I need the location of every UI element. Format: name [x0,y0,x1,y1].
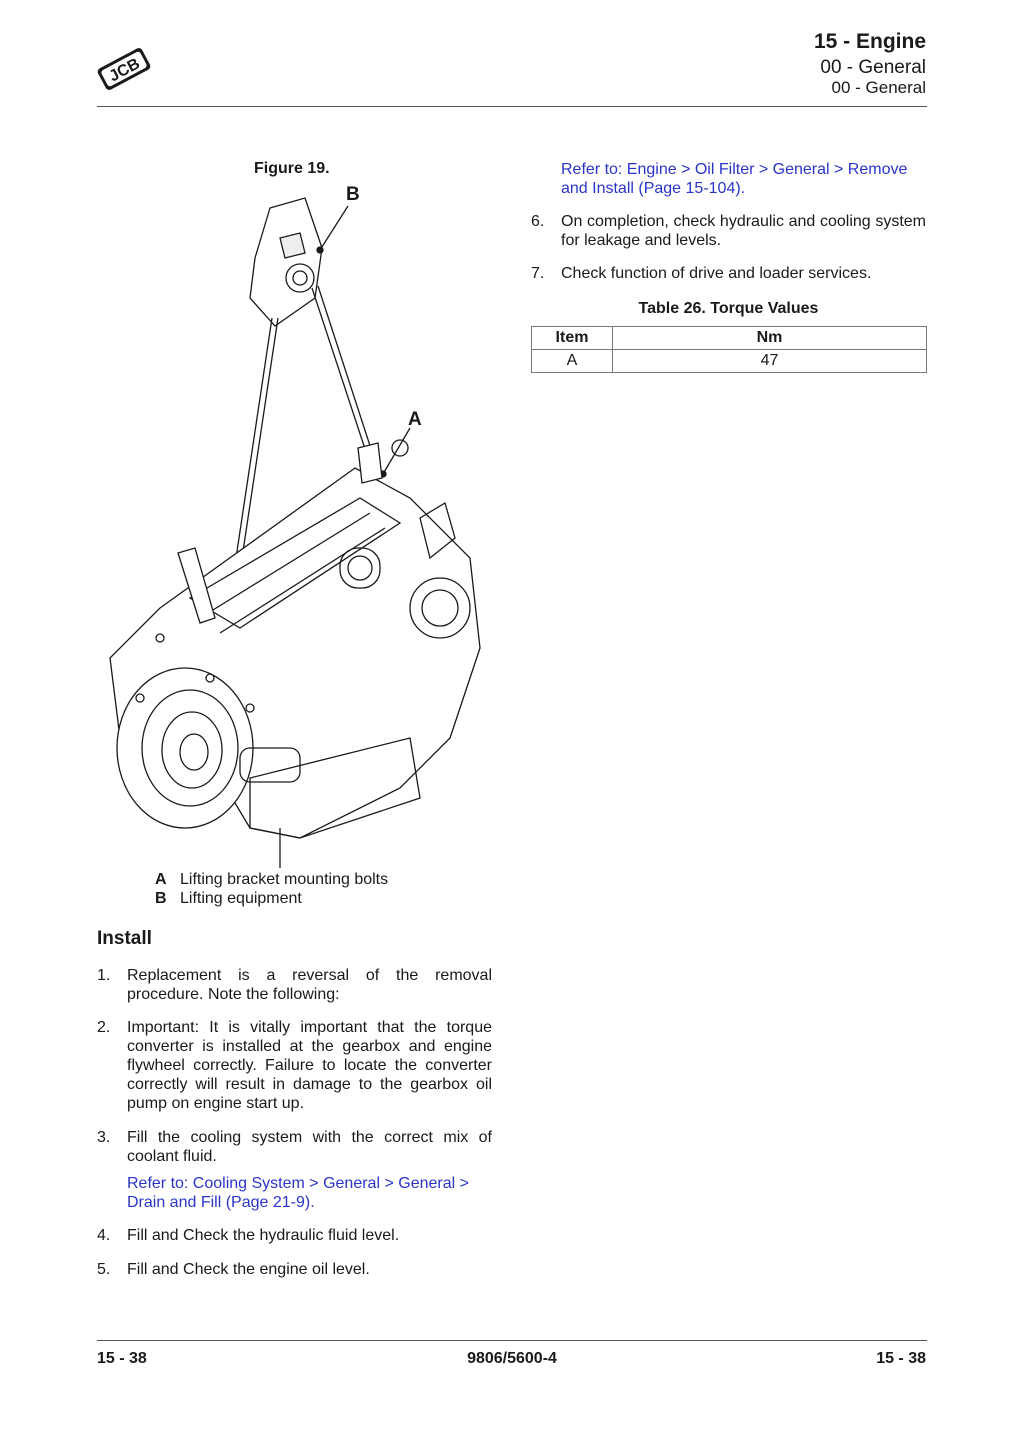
step-number: 7. [531,265,545,282]
table-cell: 47 [612,349,927,373]
page-number-right: 15 - 38 [876,1350,926,1367]
step-number: 1. [97,967,111,984]
install-step: 2. Important: It is vitally important th… [97,1018,492,1113]
cross-reference: Refer to: Engine > Oil Filter > General … [531,160,926,198]
section-title: 15 - Engine [813,30,926,53]
install-heading: Install [97,928,152,949]
install-step: 5. Fill and Check the engine oil level. [97,1260,492,1279]
callout-b-leader [319,205,349,251]
legend-item: B Lifting equipment [155,889,388,908]
install-step: 4. Fill and Check the hydraulic fluid le… [97,1226,492,1245]
table-cell: A [531,349,613,373]
step-number: 3. [97,1129,111,1146]
legend-item: A Lifting bracket mounting bolts [155,870,388,889]
page-number-left: 15 - 38 [97,1350,147,1367]
section-subtitle-2: 00 - General [831,78,927,97]
callout-b-label: B [346,184,360,205]
callout-a-leader [382,427,411,475]
step-text: Fill and Check the hydraulic fluid level… [127,1227,400,1244]
step-text: Fill the cooling system with the correct… [127,1129,492,1165]
column-header-item: Item [531,326,613,350]
step-number: 4. [97,1227,111,1244]
step-text: On completion, check hydraulic and cooli… [561,213,926,249]
cross-reference-link[interactable]: Refer to: Engine > Oil Filter > General … [561,161,908,197]
step-text: Check function of drive and loader servi… [561,265,872,282]
step-text: Fill and Check the engine oil level. [127,1261,370,1278]
install-step: 1. Replacement is a reversal of the remo… [97,966,492,1004]
install-step: 3. Fill the cooling system with the corr… [97,1128,492,1212]
install-step: 7. Check function of drive and loader se… [531,264,926,283]
legend-key: B [155,890,167,907]
install-step: 6. On completion, check hydraulic and co… [531,212,926,250]
torque-table: Item Nm A 47 [531,326,927,373]
legend-text: Lifting equipment [180,890,302,907]
jcb-logo: JCB [97,48,151,90]
footer-divider [97,1340,927,1341]
step-number: 5. [97,1261,111,1278]
table-header-row: Item Nm [531,326,927,350]
callout-a-label: A [408,409,422,430]
step-number: 6. [531,213,545,230]
step-text: Replacement is a reversal of the removal… [127,967,492,1003]
table-title: Table 26. Torque Values [638,300,819,317]
header-divider [97,106,927,107]
section-subtitle: 00 - General [820,57,926,78]
figure-caption: Figure 19. [254,160,330,177]
legend-key: A [155,871,167,888]
figure-legend: A Lifting bracket mounting bolts B Lifti… [155,870,388,908]
table-row: A 47 [531,349,927,373]
legend-text: Lifting bracket mounting bolts [180,871,389,888]
engine-lifting-illustration: B A [109,184,481,868]
step-text: Important: It is vitally important that … [127,1019,492,1112]
cross-reference-link[interactable]: Refer to: Cooling System > General > Gen… [127,1175,469,1211]
step-number: 2. [97,1019,111,1036]
column-header-nm: Nm [612,326,927,350]
document-number: 9806/5600-4 [467,1350,557,1367]
